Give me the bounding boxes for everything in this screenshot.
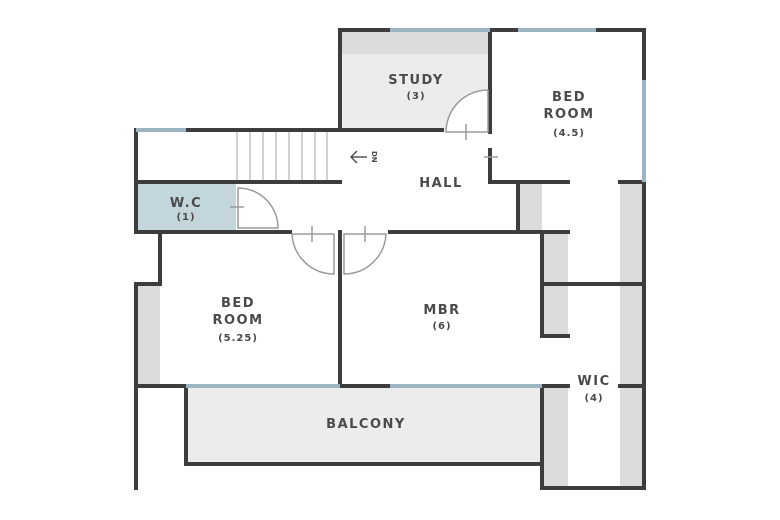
wic-label: WIC [577,374,610,389]
wic-area: (4) [584,393,603,404]
study-shelf [340,30,490,54]
mbr-label: MBR [423,303,460,318]
balcony-label: BALCONY [326,417,406,432]
wc-label: W.C [170,196,202,211]
bedroom-right-label: ROOM [543,107,594,122]
bedroom-left-area: (5.25) [218,333,258,344]
stairs-down-label: DN [370,151,378,163]
doors [230,89,498,275]
mbr-area: (6) [432,321,451,332]
bedroom-left-label: ROOM [212,313,263,328]
wc-door [237,187,279,229]
study-door [445,89,489,133]
staircase: DN [236,132,378,182]
room-labels: STUDY (3) BED ROOM (4.5) HALL W.C (1) BE… [170,73,610,432]
room-fills [136,30,644,488]
study-area: (3) [406,91,425,102]
wardrobe-hall-right [620,182,644,284]
wic-shelf-left [544,386,568,488]
study-label: STUDY [388,73,444,88]
mbr-door [343,233,387,275]
bedroom-left-label: BED [221,296,255,311]
windows [136,28,646,388]
balcony-fill [186,386,542,464]
wc-fill [136,184,236,232]
bedroom-right-label: BED [552,90,586,105]
hall-label: HALL [419,176,463,191]
wardrobe-right-bedroom [518,182,542,232]
wardrobe-left-bedroom [136,284,160,384]
left-arrow-icon [350,150,367,164]
bedroom-left-door [291,233,335,275]
walls [134,28,646,490]
wc-area: (1) [176,212,195,223]
bedroom-right-area: (4.5) [553,128,585,139]
